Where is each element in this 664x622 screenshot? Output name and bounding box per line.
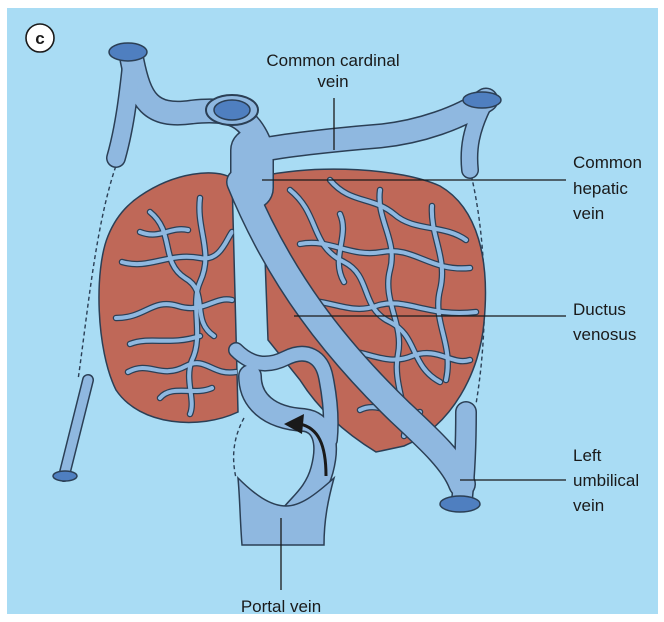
vitelline-opening bbox=[53, 471, 77, 481]
label-portal-vein-text: Portal vein bbox=[241, 597, 321, 616]
panel-badge: c bbox=[26, 24, 54, 52]
umbilical-opening bbox=[440, 496, 480, 512]
left-vitelline-stub bbox=[64, 380, 88, 476]
label-common-cardinal-vein: Common cardinal vein bbox=[266, 51, 399, 91]
central-vein-lumen bbox=[214, 100, 250, 120]
label-ductus-venosus-line2: venosus bbox=[573, 325, 636, 344]
label-ductus-venosus-line1: Ductus bbox=[573, 300, 626, 319]
label-ductus-venosus: Ductus venosus bbox=[573, 300, 636, 344]
common-cardinal-vein bbox=[132, 60, 486, 150]
label-left-umbilical-vein-line1: Left bbox=[573, 446, 602, 465]
label-common-hepatic-vein-line1: Common bbox=[573, 153, 642, 172]
label-common-cardinal-vein-line1: Common cardinal bbox=[266, 51, 399, 70]
liver-left-lobe bbox=[99, 173, 238, 423]
label-common-cardinal-vein-line2: vein bbox=[317, 72, 348, 91]
label-common-hepatic-vein-line3: vein bbox=[573, 204, 604, 223]
label-common-hepatic-vein-line2: hepatic bbox=[573, 179, 628, 198]
label-left-umbilical-vein-line3: vein bbox=[573, 496, 604, 515]
right-cardinal-opening bbox=[463, 92, 501, 108]
label-common-hepatic-vein: Common hepatic vein bbox=[573, 153, 642, 223]
label-left-umbilical-vein: Left umbilical vein bbox=[573, 446, 639, 515]
label-portal-vein: Portal vein bbox=[241, 597, 321, 616]
label-left-umbilical-vein-line2: umbilical bbox=[573, 471, 639, 490]
left-cardinal-opening bbox=[109, 43, 147, 61]
left-umbilical-vein bbox=[462, 412, 466, 500]
panel-letter: c bbox=[35, 29, 44, 48]
